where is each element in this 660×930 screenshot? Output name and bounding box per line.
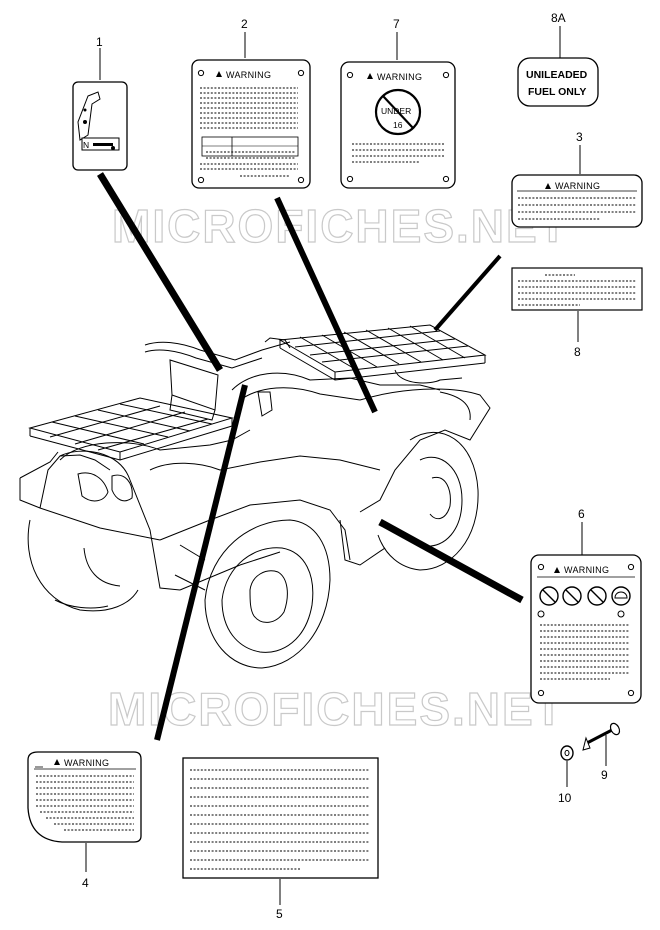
warning-heading-2: WARNING (226, 70, 271, 80)
warning-heading-3: WARNING (555, 181, 600, 191)
warning-heading-4: WARNING (64, 758, 109, 768)
leader-line-1 (97, 172, 223, 372)
decal-part-4: WARNING 4 (27, 751, 142, 890)
pictogram-row (539, 586, 631, 606)
decal-part-7: 7 WARNING UNDER 16 (340, 17, 456, 189)
front-rack (28, 397, 234, 461)
part-number-1: 1 (96, 35, 103, 49)
part-number-8: 8 (574, 345, 581, 359)
part-number-10: 10 (558, 791, 572, 805)
front-fender (59, 429, 251, 461)
front-right-wheel (204, 519, 331, 669)
leader-line-2 (274, 196, 378, 414)
helmet-icon (611, 586, 631, 606)
rear-rack (278, 324, 487, 384)
watermark-top: MICROFICHES.NET (112, 200, 569, 252)
front-bumper (19, 451, 181, 591)
leader-lines (97, 172, 524, 741)
washer-part-10: 10 (558, 745, 574, 805)
fuel-text-line2: FUEL ONLY (528, 86, 586, 98)
decal-part-8: 8 (511, 267, 643, 359)
part-number-6: 6 (578, 507, 585, 521)
part-number-5: 5 (276, 907, 283, 921)
rear-fender (359, 388, 491, 513)
warning-heading-6: WARNING (564, 565, 609, 575)
part-number-2: 2 (241, 17, 248, 31)
part-number-7: 7 (393, 17, 400, 31)
atv-illustration (19, 324, 491, 669)
decal-part-1: 1 N (72, 35, 128, 171)
fuel-text-line1: UNILEADED (526, 69, 588, 81)
watermark-bottom: MICROFICHES.NET (108, 683, 565, 735)
handlebar (144, 337, 291, 421)
part-number-8a: 8A (551, 11, 566, 25)
hardware-parts: 9 10 (558, 722, 621, 805)
front-left-wheel (27, 519, 139, 612)
part-number-9: 9 (601, 768, 608, 782)
part-number-3: 3 (576, 130, 583, 144)
leader-line-8 (433, 254, 502, 332)
decal-part-2: 2 WARNING (191, 17, 311, 189)
leader-line-4 (154, 384, 248, 741)
part-number-4: 4 (82, 876, 89, 890)
decal-part-3: 3 WARNING (511, 130, 643, 228)
leader-line-6 (378, 518, 524, 604)
rear-wheel (377, 431, 479, 571)
warning-heading-7: WARNING (377, 72, 422, 82)
rivet-part-9: 9 (582, 722, 621, 782)
decal-part-5: 5 (182, 757, 379, 921)
age-text-line2: 16 (393, 120, 403, 130)
decal-part-8a: 8A UNILEADED FUEL ONLY (517, 11, 599, 107)
switch-letter: N (83, 140, 89, 150)
decal-part-6: 6 WARNING (530, 507, 642, 704)
